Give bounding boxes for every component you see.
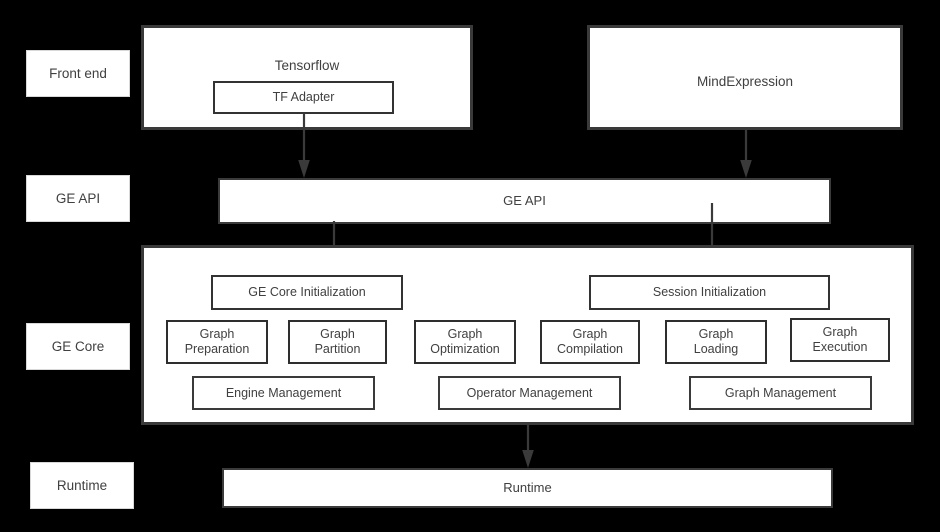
stage-label-text: GE API xyxy=(55,190,101,206)
runtime-bar: Runtime xyxy=(222,468,833,508)
ge-core-initialization-box: GE Core Initialization xyxy=(211,275,403,310)
stage-label-text: Front end xyxy=(49,65,107,81)
management-graph: Graph Management xyxy=(689,376,872,410)
stage-label-ge-api: GE API xyxy=(26,175,130,222)
ge-api-bar: GE API xyxy=(218,178,831,224)
arrow-mindexpression-to-ge-api xyxy=(738,130,754,179)
management-label: Operator Management xyxy=(466,385,593,400)
runtime-label: Runtime xyxy=(503,480,552,496)
stage-label-text: Runtime xyxy=(56,477,108,493)
mindexpression-title: MindExpression xyxy=(696,74,794,89)
management-label: Engine Management xyxy=(225,385,342,400)
module-label: Graph Compilation xyxy=(556,327,623,356)
arrow-ge-core-to-runtime xyxy=(520,424,536,469)
mindexpression-container: MindExpression xyxy=(587,25,903,130)
module-label: Graph Optimization xyxy=(430,327,500,356)
module-label: Graph Execution xyxy=(812,325,868,354)
module-graph-execution: Graph Execution xyxy=(790,318,890,362)
management-label: Graph Management xyxy=(724,385,837,400)
module-graph-optimization: Graph Optimization xyxy=(414,320,516,364)
tensorflow-title: Tensorflow xyxy=(274,58,340,73)
module-graph-loading: Graph Loading xyxy=(665,320,767,364)
stage-label-front-end: Front end xyxy=(26,50,130,97)
stage-label-text: GE Core xyxy=(51,338,105,354)
module-label: Graph Partition xyxy=(314,327,361,356)
management-engine: Engine Management xyxy=(192,376,375,410)
tf-adapter-box: TF Adapter xyxy=(213,81,394,114)
ge-api-label: GE API xyxy=(503,193,546,209)
module-label: Graph Loading xyxy=(693,327,739,356)
tf-adapter-label: TF Adapter xyxy=(272,90,335,105)
ge-core-initialization-label: GE Core Initialization xyxy=(248,285,366,300)
session-initialization-label: Session Initialization xyxy=(652,285,767,300)
module-graph-partition: Graph Partition xyxy=(288,320,387,364)
module-graph-compilation: Graph Compilation xyxy=(540,320,640,364)
stage-label-ge-core: GE Core xyxy=(26,323,130,370)
management-operator: Operator Management xyxy=(438,376,621,410)
session-initialization-box: Session Initialization xyxy=(589,275,830,310)
stage-label-runtime: Runtime xyxy=(30,462,134,509)
module-label: Graph Preparation xyxy=(184,327,250,356)
module-graph-preparation: Graph Preparation xyxy=(166,320,268,364)
arrow-tf-adapter-to-ge-api xyxy=(296,113,312,179)
